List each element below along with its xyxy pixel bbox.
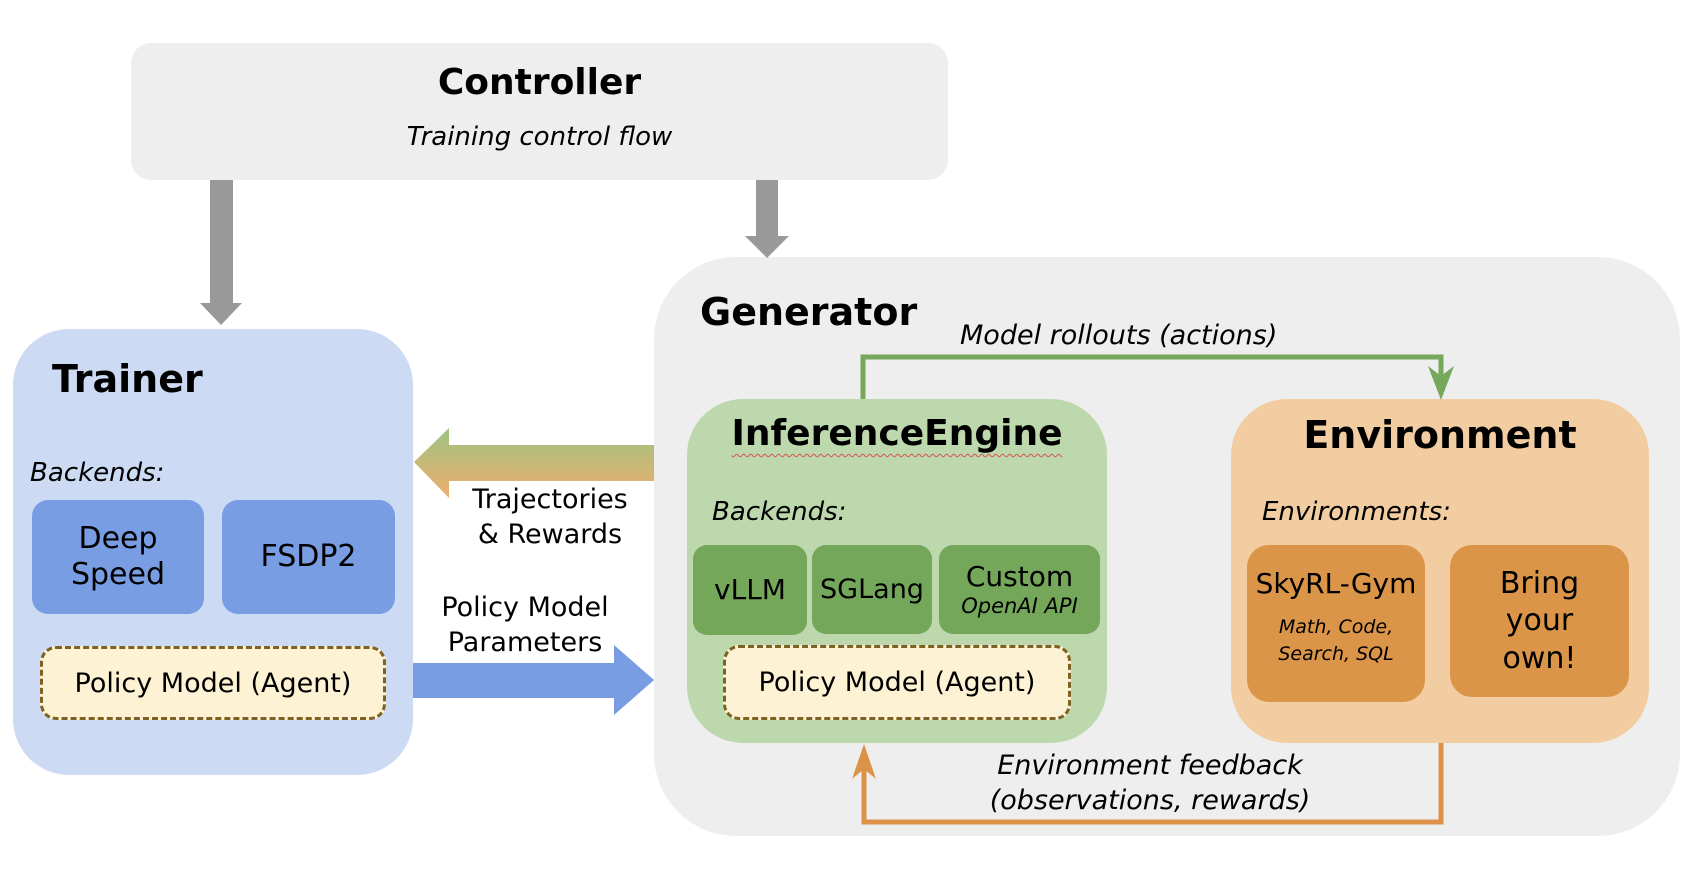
trajectories-label-line: Trajectories: [472, 484, 628, 515]
env-bring-your-own: Bring your own!: [1450, 545, 1629, 697]
env-bring-your-own-label: Bring your own!: [1499, 565, 1580, 676]
parameters-label-line: Parameters: [447, 627, 603, 659]
env-skyrl-gym-subtitle-line: Math, Code,: [1278, 616, 1394, 638]
parameters-label: Policy Model Parameters: [420, 590, 630, 660]
trainer-policy-model: Policy Model (Agent): [40, 646, 386, 720]
backend-vllm: vLLM: [693, 545, 807, 635]
env-skyrl-gym-subtitle-line: Search, SQL: [1278, 642, 1394, 665]
backend-fsdp2: FSDP2: [222, 500, 395, 614]
environments-label: Environments:: [1262, 497, 1451, 527]
inference-engine-title: InferenceEngine: [731, 413, 1063, 454]
trajectories-label: Trajectories & Rewards: [450, 482, 650, 552]
trajectories-label-line: & Rewards: [477, 519, 623, 551]
backend-fsdp2-label: FSDP2: [260, 539, 357, 574]
backend-custom-subtitle: OpenAI API: [961, 593, 1078, 618]
env-skyrl-gym-subtitle: Math, Code, Search, SQL: [1278, 614, 1393, 667]
inference-backends-label: Backends:: [712, 497, 847, 527]
rollout-label: Model rollouts (actions): [960, 320, 1278, 351]
trainer-title: Trainer: [52, 357, 203, 401]
feedback-label: Environment feedback (observations, rewa…: [960, 748, 1340, 818]
generator-policy-model-label: Policy Model (Agent): [758, 667, 1036, 698]
controller-title: Controller: [437, 62, 642, 103]
trainer-backends-label: Backends:: [30, 458, 165, 488]
controller-to-trainer-arrow: [200, 180, 242, 325]
backend-custom: Custom OpenAI API: [939, 545, 1100, 634]
backend-sglang: SGLang: [812, 545, 932, 634]
environment-title: Environment: [1303, 413, 1577, 457]
trainer-policy-model-label: Policy Model (Agent): [74, 667, 352, 699]
parameters-label-line: Policy Model: [441, 592, 609, 623]
env-skyrl-gym: SkyRL-Gym Math, Code, Search, SQL: [1247, 545, 1425, 702]
controller-to-generator-arrow: [745, 180, 789, 258]
backend-deepspeed: Deep Speed: [32, 500, 204, 614]
backend-sglang-label: SGLang: [820, 573, 924, 605]
feedback-label-line: (observations, rewards): [989, 785, 1311, 817]
feedback-label-line: Environment feedback: [997, 750, 1303, 781]
controller-subtitle: Training control flow: [406, 122, 673, 152]
generator-policy-model: Policy Model (Agent): [723, 645, 1071, 720]
backend-custom-label: Custom: [965, 560, 1074, 594]
env-skyrl-gym-label: SkyRL-Gym: [1255, 567, 1417, 600]
backend-vllm-label: vLLM: [714, 572, 786, 606]
controller-box: [131, 43, 948, 180]
generator-title: Generator: [700, 290, 918, 334]
backend-deepspeed-label: Deep Speed: [70, 521, 166, 592]
